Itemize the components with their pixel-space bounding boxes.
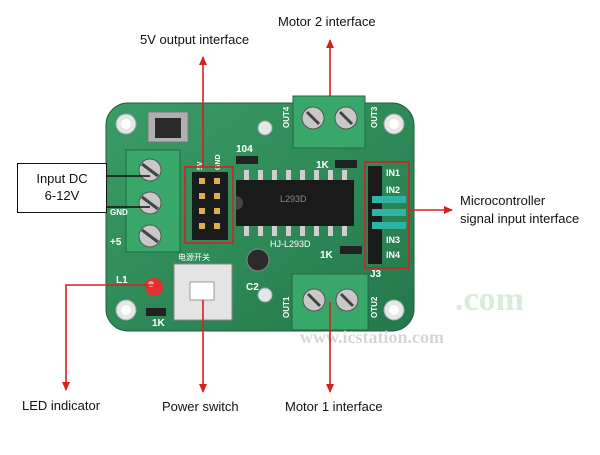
capacitor [246,248,270,272]
silk-in1: IN1 [386,168,400,178]
silk-1k-mid: 1K [320,250,334,261]
input-dc-label: Input DC 6-12V [17,163,107,213]
silk-power-switch: 电源开关 [178,252,210,262]
highlight-boxes [184,161,410,269]
silk-1k-bottom: 1K [152,318,166,329]
silk-in4: IN4 [386,250,400,260]
resistors [146,156,362,316]
led-label: LED indicator [22,398,101,413]
mcu-header [368,166,406,264]
silk-board-name: HJ-L293D [270,239,311,249]
watermark: .com www.icstation.com [300,281,524,347]
box-5v-output [184,166,234,244]
silk-in3: IN3 [386,235,400,245]
regulator [147,111,189,143]
silk-j3: J3 [370,269,382,280]
input-dc-line1: Input DC [36,171,88,186]
silk-out1: OUT1 [282,296,291,318]
input-dc-line2: 6-12V [44,188,80,203]
l293d-chip [236,170,354,236]
mounting-holes [115,113,405,321]
silk-out4: OUT4 [282,106,291,128]
chip-text: L293D [280,194,307,204]
silk-c2: C2 [246,282,259,293]
watermark-com: .com [455,281,524,318]
mcu-label-line2: signal input interface [460,211,580,226]
silk-otu2: OTU2 [370,296,379,318]
motor2-terminal [292,95,366,149]
silk-out3: OUT3 [370,106,379,128]
input-terminal [125,149,181,253]
silk-gnd: GND [110,208,128,217]
input-dc-leaders [106,175,150,208]
silk-5v: 5V [197,161,204,170]
mcu-label-line1: Microcontroller [460,193,546,208]
silk-in2: IN2 [386,185,400,195]
silk-plus5: +5 [110,237,122,248]
watermark-url: www.icstation.com [300,327,444,347]
power-switch-label: Power switch [162,399,239,414]
silk-1k-top: 1K [316,160,330,171]
mcu-label: Microcontroller signal input interface [460,192,579,228]
silk-gnd-header: GND [215,154,222,170]
motor2-label: Motor 2 interface [278,14,376,29]
5v-output-label: 5V output interface [140,32,250,47]
arrows [62,39,453,393]
silk-104: 104 [236,144,253,155]
header-5v [192,172,228,240]
motor1-label: Motor 1 interface [285,399,383,414]
led [145,278,163,296]
box-mcu-input [364,161,410,269]
arrow-led [62,284,154,391]
pcb-board [105,95,415,332]
silk-l1: L1 [116,275,128,286]
